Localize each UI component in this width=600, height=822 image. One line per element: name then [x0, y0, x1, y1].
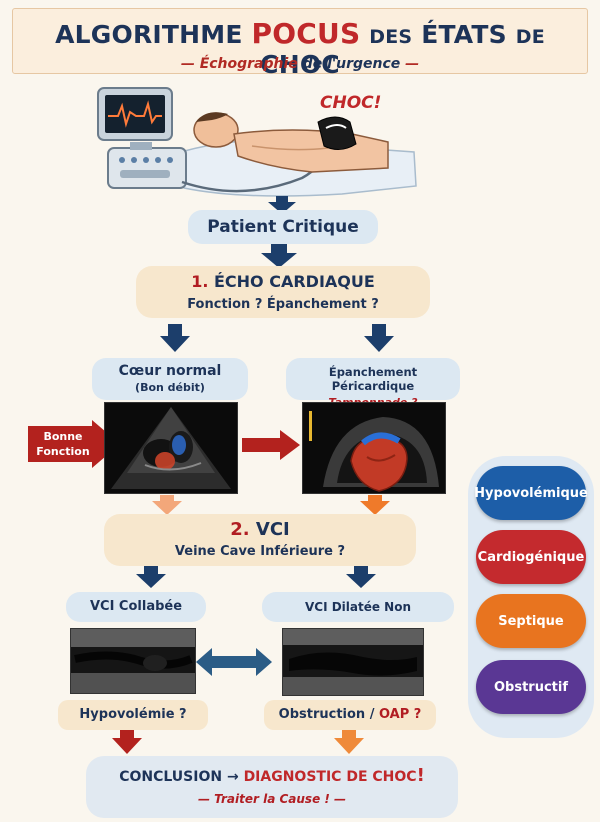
- choc-shout: CHOC!: [320, 93, 381, 113]
- page-subtitle: — Échographie de l'urgence —: [180, 56, 420, 72]
- echo-normal-heart-image: [104, 402, 238, 494]
- shock-type-obstructive: Obstructif: [476, 660, 586, 714]
- conclusion-box: CONCLUSION → DIAGNOSTIC DE CHOC! — Trait…: [86, 756, 458, 818]
- step2-title: 2. VCI: [230, 519, 290, 540]
- vci-dilated-label: VCI Dilatée Non Compressive: [262, 592, 454, 644]
- arrow-down-icon: [360, 495, 390, 515]
- arrow-down-icon: [136, 566, 166, 588]
- step2-box: 2. VCI Veine Cave Inférieure ?: [104, 514, 416, 566]
- arrow-down-icon: [334, 730, 364, 754]
- normal-heart-label: Cœur normal (Bon débit): [92, 358, 248, 400]
- shock-type-cardiogenic: Cardiogénique: [476, 530, 586, 584]
- arrow-down-icon: [160, 324, 190, 352]
- hypovolemia-result: Hypovolémie ?: [58, 700, 208, 730]
- step1-question: Fonction ? Épanchement ?: [187, 297, 379, 312]
- page-title: ALGORITHME POCUS DES ÉTATS DE CHOC: [55, 17, 545, 79]
- step2-question: Veine Cave Inférieure ?: [174, 544, 346, 559]
- pericardial-effusion-label: Épanchement Péricardique Tamponnade ?: [286, 358, 460, 409]
- shock-type-septic: Septique: [476, 594, 586, 648]
- arrow-down-icon: [261, 244, 297, 268]
- vci-collapsed-image: [70, 628, 196, 694]
- conclusion-action: — Traiter la Cause ! —: [197, 792, 347, 806]
- probe-icon: [317, 116, 357, 150]
- arrow-down-icon: [112, 730, 142, 754]
- shock-type-hypovolemic: Hypovolémique: [474, 466, 588, 520]
- arrow-down-icon: [346, 566, 376, 588]
- patient-critique-box: Patient Critique: [188, 210, 378, 244]
- good-function-arrow: Bonne Fonction: [28, 420, 120, 468]
- conclusion-line: CONCLUSION → DIAGNOSTIC DE CHOC!: [119, 765, 425, 786]
- title-banner: ALGORITHME POCUS DES ÉTATS DE CHOC — Éch…: [12, 8, 588, 79]
- vci-collapsed-label: VCI Collabée: [66, 592, 206, 622]
- arrow-down-icon: [268, 196, 296, 214]
- step1-title: 1. ÉCHO CARDIAQUE: [191, 272, 375, 291]
- double-arrow-icon: [196, 648, 272, 676]
- arrow-down-icon: [152, 495, 182, 515]
- hero-illustration: CHOC!: [97, 87, 417, 197]
- vci-dilated-image: [282, 628, 424, 696]
- step1-box: 1. ÉCHO CARDIAQUE Fonction ? Épanchement…: [136, 266, 430, 318]
- arrow-down-icon: [364, 324, 394, 352]
- ultrasound-machine-icon: [97, 87, 187, 189]
- echo-effusion-image: [302, 402, 446, 494]
- arrow-right-icon: [242, 430, 300, 460]
- obstruction-result: Obstruction / OAP ?: [264, 700, 436, 730]
